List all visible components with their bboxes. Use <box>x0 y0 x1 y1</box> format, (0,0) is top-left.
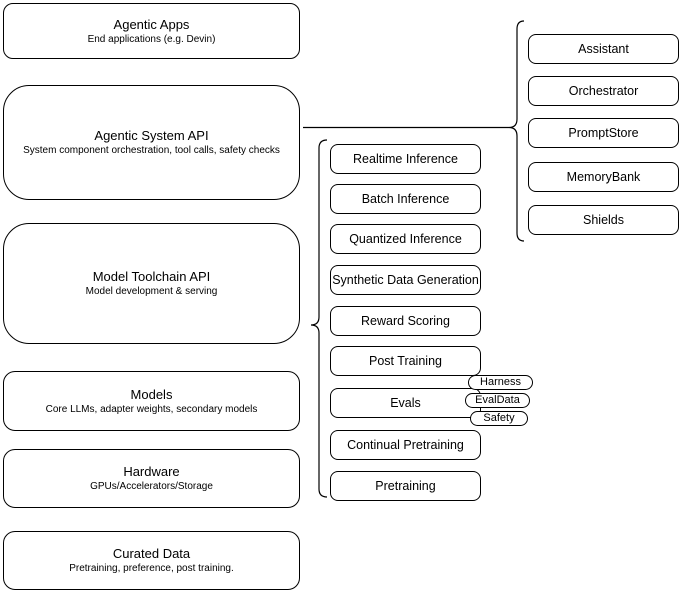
node-agentic-apps: Agentic Apps End applications (e.g. Devi… <box>3 3 300 59</box>
component-label: Shields <box>583 213 624 227</box>
toolchain-item-realtime-inference: Realtime Inference <box>330 144 481 174</box>
component-orchestrator: Orchestrator <box>528 76 679 106</box>
toolchain-item-pretraining: Pretraining <box>330 471 481 501</box>
toolchain-curly-brace <box>310 139 328 498</box>
item-label: Realtime Inference <box>353 152 458 166</box>
item-label: Reward Scoring <box>361 314 450 328</box>
node-title: Agentic System API <box>94 128 209 143</box>
pill-label: EvalData <box>475 394 520 406</box>
component-assistant: Assistant <box>528 34 679 64</box>
node-model-toolchain-api: Model Toolchain API Model development & … <box>3 223 300 344</box>
item-label: Pretraining <box>375 479 436 493</box>
toolchain-item-synthetic-data-generation: Synthetic Data Generation <box>330 265 481 295</box>
toolchain-item-post-training: Post Training <box>330 346 481 376</box>
component-label: PromptStore <box>568 126 639 140</box>
node-subtitle: End applications (e.g. Devin) <box>87 33 216 45</box>
node-hardware: Hardware GPUs/Accelerators/Storage <box>3 449 300 508</box>
node-models: Models Core LLMs, adapter weights, secon… <box>3 371 300 431</box>
pill-label: Harness <box>480 376 521 388</box>
toolchain-item-quantized-inference: Quantized Inference <box>330 224 481 254</box>
eval-tag-safety: Safety <box>470 411 528 426</box>
item-label: Quantized Inference <box>349 232 462 246</box>
node-subtitle: System component orchestration, tool cal… <box>23 145 280 156</box>
pill-label: Safety <box>483 412 515 424</box>
item-label: Evals <box>390 396 421 410</box>
node-title: Models <box>130 386 173 402</box>
component-promptstore: PromptStore <box>528 118 679 148</box>
node-title: Model Toolchain API <box>92 269 211 284</box>
eval-tag-harness: Harness <box>468 375 533 390</box>
item-label: Synthetic Data Generation <box>332 273 479 287</box>
item-label: Post Training <box>369 354 442 368</box>
node-subtitle: Pretraining, preference, post training. <box>69 563 234 574</box>
toolchain-item-reward-scoring: Reward Scoring <box>330 306 481 336</box>
component-memorybank: MemoryBank <box>528 162 679 192</box>
item-label: Batch Inference <box>361 192 450 206</box>
eval-tag-evaldata: EvalData <box>465 393 530 408</box>
component-label: Orchestrator <box>568 84 639 98</box>
system-components-curly-brace <box>508 20 525 242</box>
node-curated-data: Curated Data Pretraining, preference, po… <box>3 531 300 590</box>
node-title: Curated Data <box>112 546 191 561</box>
toolchain-item-batch-inference: Batch Inference <box>330 184 481 214</box>
node-agentic-system-api: Agentic System API System component orch… <box>3 85 300 200</box>
node-subtitle: Core LLMs, adapter weights, secondary mo… <box>45 403 258 415</box>
node-title: Agentic Apps <box>113 16 190 32</box>
toolchain-item-continual-pretraining: Continual Pretraining <box>330 430 481 460</box>
item-label: Continual Pretraining <box>347 438 464 452</box>
node-title: Hardware <box>123 464 180 479</box>
component-label: MemoryBank <box>566 170 641 184</box>
component-shields: Shields <box>528 205 679 235</box>
node-subtitle: GPUs/Accelerators/Storage <box>90 481 213 492</box>
toolchain-item-evals: Evals <box>330 388 481 418</box>
component-label: Assistant <box>578 42 629 56</box>
node-subtitle: Model development & serving <box>85 286 218 297</box>
